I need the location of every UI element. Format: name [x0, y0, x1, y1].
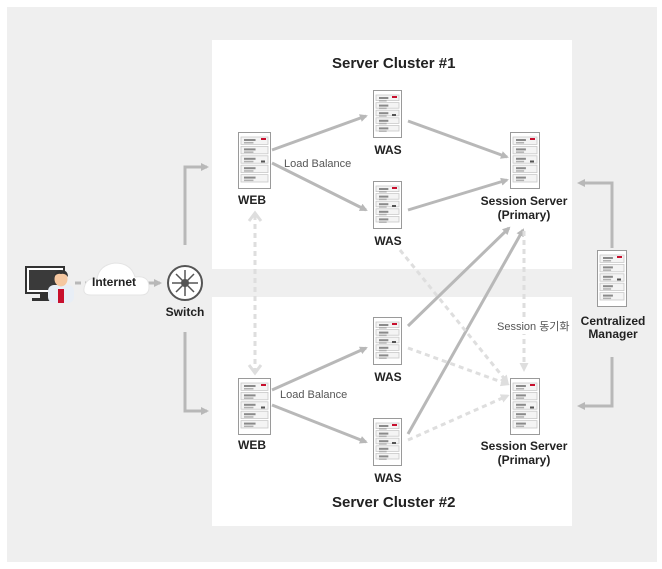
session-server-1-name: Session Server [480, 194, 568, 208]
was1-label: WAS [374, 143, 402, 157]
switch-icon [166, 264, 204, 302]
cloud-icon [83, 257, 151, 297]
was2-label: WAS [374, 234, 402, 248]
session-sync-label: Session 동기화 [497, 318, 570, 334]
web2-server-icon [238, 378, 271, 440]
session-server-1-label: Session Server (Primary) [474, 194, 574, 222]
web1-label: WEB [238, 193, 266, 207]
load-balance-label-2: Load Balance [280, 389, 348, 401]
edge-was1-session1 [407, 119, 509, 159]
was1-server-icon [373, 90, 402, 143]
edge-manager-session1 [577, 179, 614, 248]
edge-was2-session2 [398, 249, 509, 385]
edge-was2-session1 [407, 177, 509, 212]
switch-label: Switch [165, 305, 205, 319]
session-server-1-icon [510, 132, 540, 194]
web1-server-icon [238, 132, 271, 194]
edge-was4-session1 [406, 228, 525, 435]
session-server-2-label: Session Server (Primary) [474, 439, 574, 467]
edge-web1-was1 [271, 114, 368, 152]
cluster-1-title: Server Cluster #1 [332, 55, 456, 72]
centralized-manager-label: Centralized Manager [572, 315, 654, 341]
session-server-1-role: (Primary) [497, 208, 551, 222]
was3-label: WAS [374, 370, 402, 384]
edge-manager-session2 [577, 357, 614, 410]
edge-web2-was3 [271, 346, 368, 392]
centralized-manager-server-icon [597, 250, 627, 312]
session-server-2-name: Session Server [480, 439, 568, 453]
was4-server-icon [373, 418, 402, 471]
was4-label: WAS [374, 471, 402, 485]
user-at-computer-icon [24, 265, 76, 305]
edge-switch-web1 [183, 163, 209, 245]
edge-was3-session1 [406, 226, 511, 328]
load-balance-label-1: Load Balance [284, 158, 352, 170]
centralized-manager-line1: Centralized [580, 314, 646, 328]
was2-server-icon [373, 181, 402, 234]
internet-label: Internet [91, 275, 136, 289]
was3-server-icon [373, 317, 402, 370]
cluster-2-title: Server Cluster #2 [332, 494, 456, 511]
edge-web2-was4 [271, 403, 368, 444]
session-server-2-icon [510, 378, 540, 440]
edge-switch-web2 [183, 332, 209, 415]
web2-label: WEB [238, 438, 266, 452]
centralized-manager-line2: Manager [588, 327, 638, 341]
session-server-2-role: (Primary) [497, 453, 551, 467]
edge-web1-was2 [271, 161, 368, 212]
edge-was4-session2 [407, 394, 510, 442]
